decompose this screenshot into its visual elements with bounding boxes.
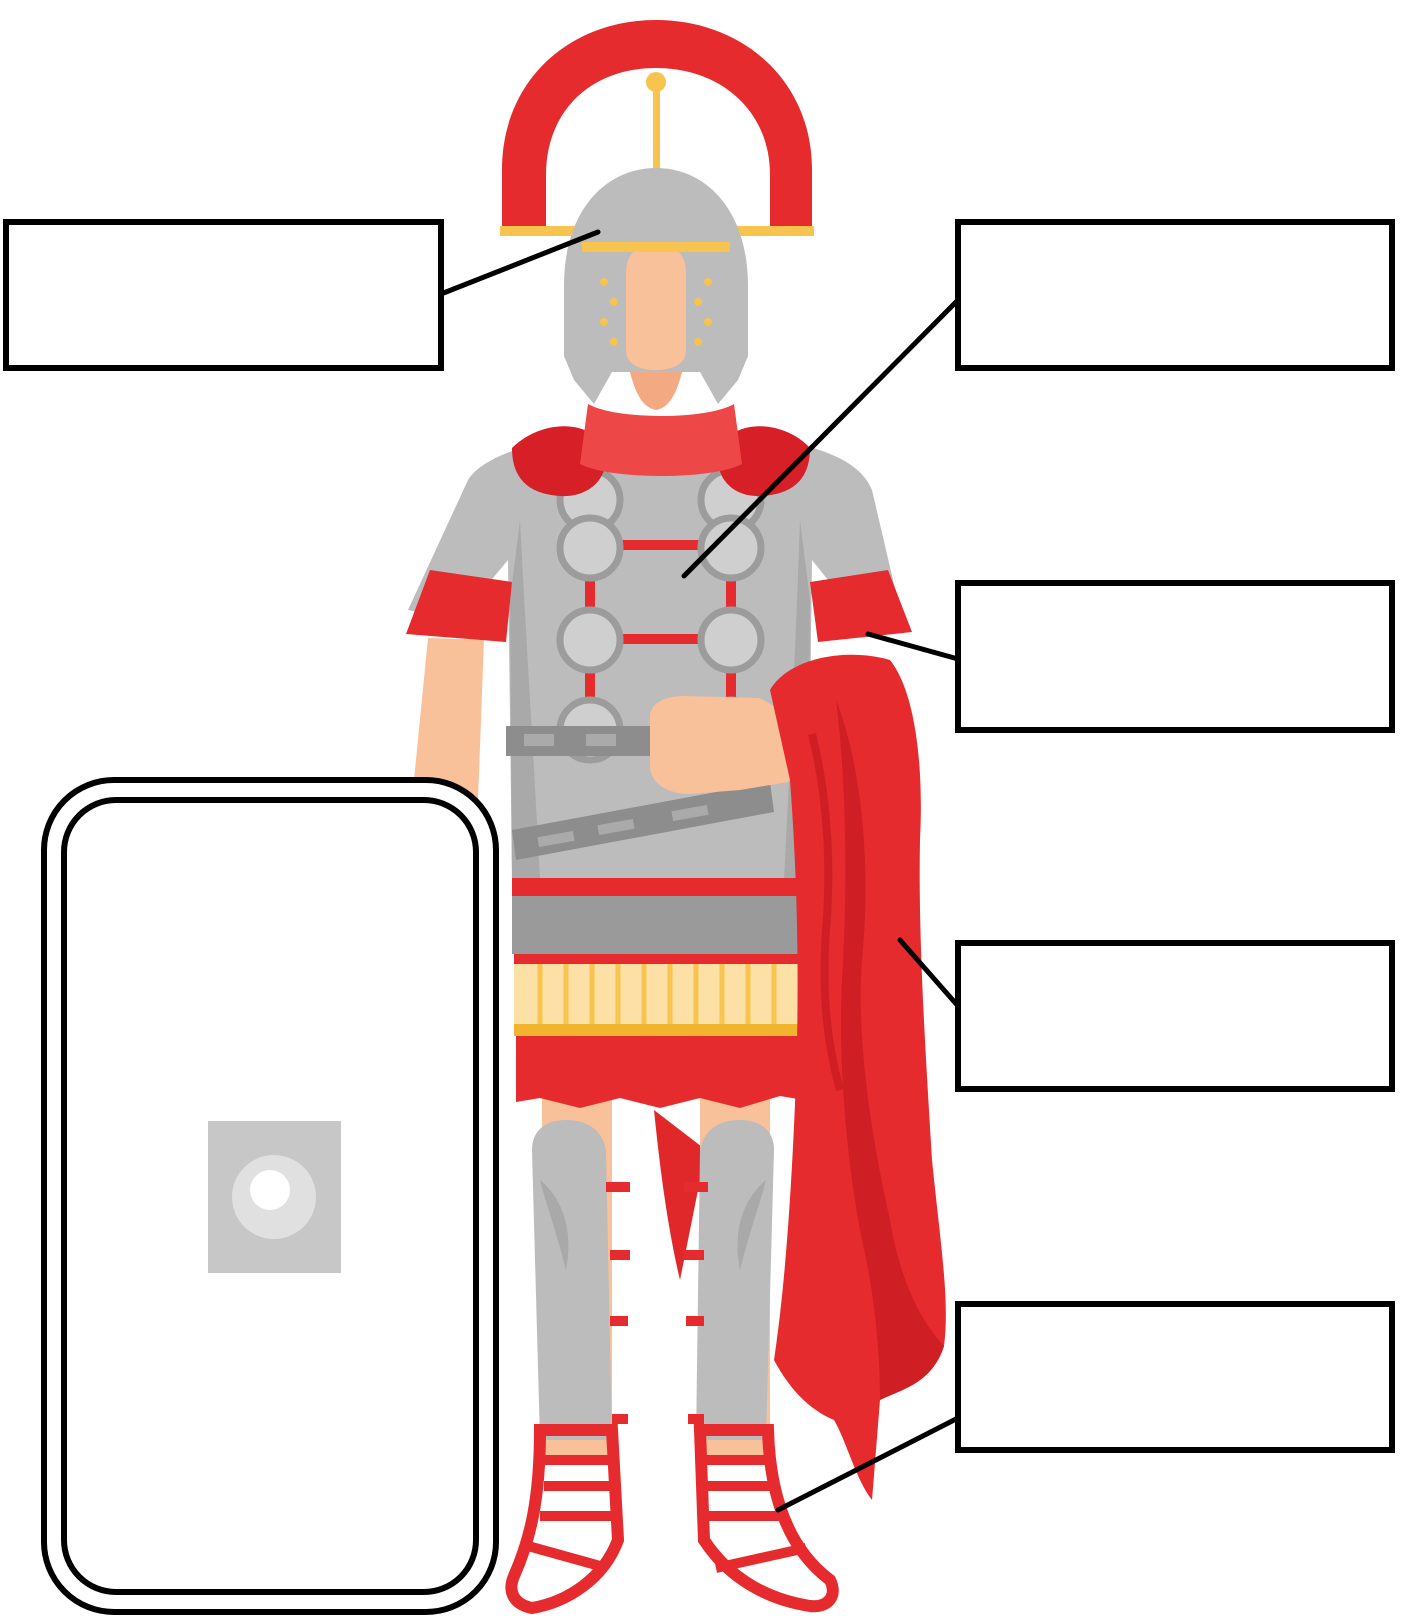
neck-scarf (580, 404, 742, 476)
label-box-sandals[interactable] (955, 1301, 1395, 1453)
label-box-tunic[interactable] (955, 580, 1395, 733)
label-box-armour[interactable] (955, 219, 1395, 371)
cloak (770, 655, 946, 1500)
greaves (532, 1120, 774, 1440)
scutum-shield (44, 780, 496, 1612)
left-arm (412, 638, 484, 800)
helmet (564, 168, 748, 410)
label-box-helmet[interactable] (3, 219, 444, 371)
sandals (511, 1430, 832, 1608)
belt-and-skirt (512, 878, 808, 1108)
leader-line-tunic (868, 634, 958, 659)
label-box-cloak[interactable] (955, 940, 1395, 1092)
